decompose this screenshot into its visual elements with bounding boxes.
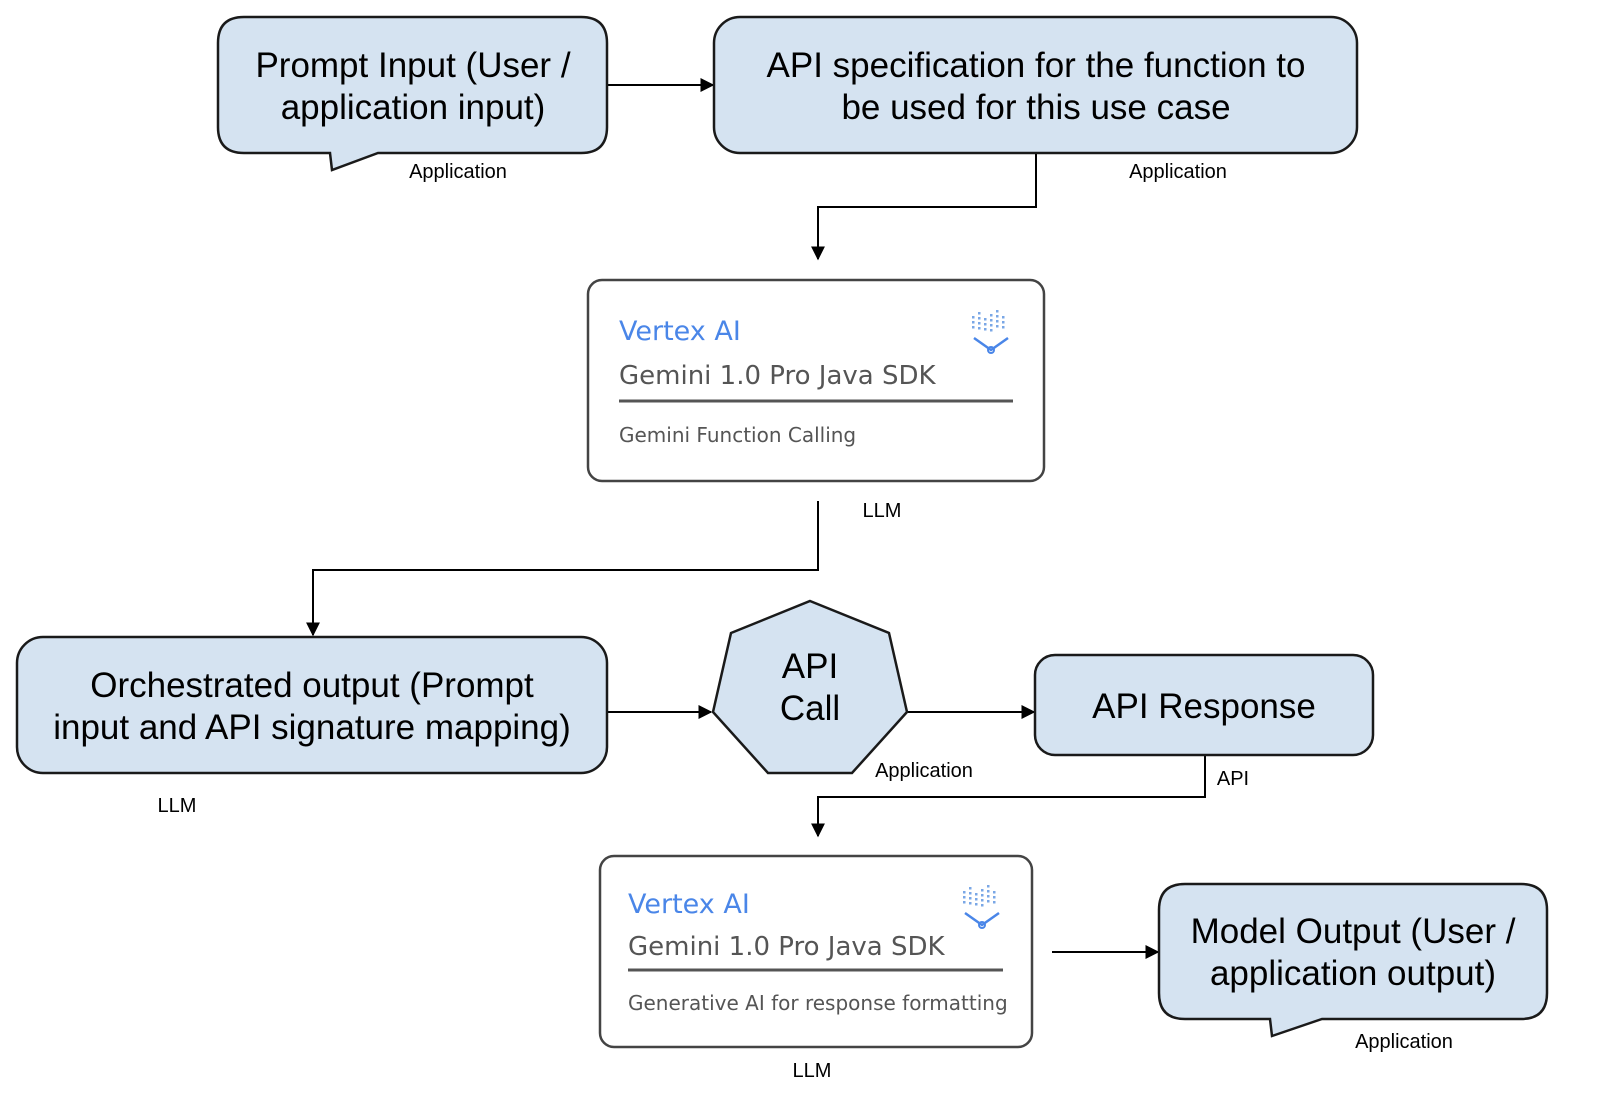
node-model-output: Model Output (User / application output) (1157, 882, 1549, 1038)
api-response-tag: API (1217, 768, 1249, 790)
model-output-tag: Application (1355, 1031, 1453, 1053)
edge-spec-to-vertex1 (811, 154, 1037, 261)
node-api-spec: API specification for the function to be… (712, 15, 1359, 155)
orchestrated-line1: Orchestrated output (Prompt (90, 666, 534, 705)
node-orchestrated-output: Orchestrated output (Prompt input and AP… (15, 635, 609, 775)
vertex-card-2-title: Vertex AI (628, 889, 750, 920)
node-vertex-card-2: Vertex AI Gemini 1.0 Pro Java SDK Genera… (598, 854, 1034, 1049)
vertex-card-2-tag: LLM (793, 1060, 832, 1082)
prompt-input-line2: application input) (281, 88, 546, 127)
prompt-input-line1: Prompt Input (User / (255, 46, 570, 85)
node-api-call: API Call (711, 599, 909, 775)
node-vertex-card-1: Vertex AI Gemini 1.0 Pro Java SDK Gemini… (586, 278, 1046, 483)
node-api-response: API Response (1033, 653, 1375, 757)
prompt-input-tag: Application (409, 161, 507, 183)
model-output-line2: application output) (1210, 954, 1496, 993)
vertex-card-1-tag: LLM (863, 500, 902, 522)
api-call-tag: Application (875, 760, 973, 782)
api-call-line1: API (782, 647, 838, 686)
vertex-card-2-subtitle: Generative AI for response formatting (628, 991, 1008, 1015)
orchestrated-tag: LLM (158, 795, 197, 817)
model-output-line1: Model Output (User / (1191, 912, 1516, 951)
orchestrated-line2: input and API signature mapping) (53, 708, 571, 747)
edge-response-to-vertex2 (811, 756, 1206, 838)
api-spec-line2: be used for this use case (841, 88, 1230, 127)
vertex-card-1-subtitle: Gemini Function Calling (619, 423, 856, 447)
api-response-label: API Response (1092, 687, 1316, 726)
node-prompt-input: Prompt Input (User / application input) (216, 15, 609, 172)
api-spec-tag: Application (1129, 161, 1227, 183)
api-spec-line1: API specification for the function to (767, 46, 1306, 85)
vertex-card-1-product: Gemini 1.0 Pro Java SDK (619, 361, 936, 391)
api-call-line2: Call (780, 689, 840, 728)
vertex-card-1-title: Vertex AI (619, 316, 741, 347)
edge-vertex1-to-orchestrated (306, 501, 819, 637)
vertex-card-2-product: Gemini 1.0 Pro Java SDK (628, 932, 945, 962)
